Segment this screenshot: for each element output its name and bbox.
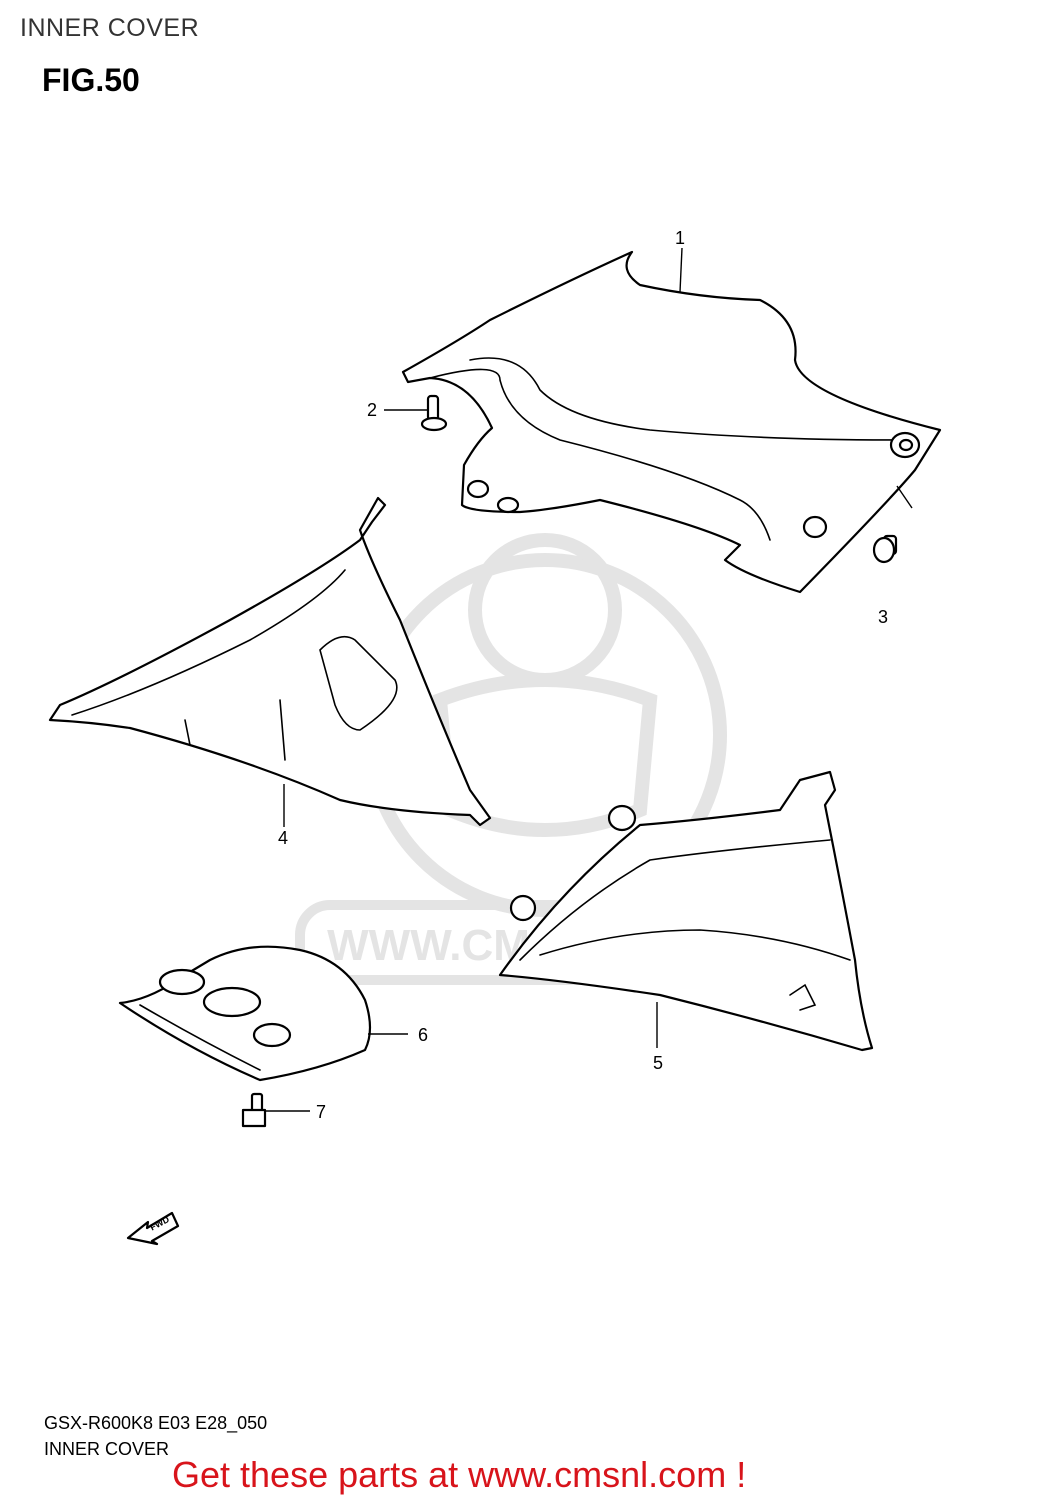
part-3-rivet[interactable] [872, 534, 898, 564]
forward-arrow-icon: FWD [126, 1211, 180, 1246]
callout-1: 1 [675, 228, 685, 248]
part-7-bolt[interactable] [241, 1092, 267, 1128]
figure-label: FIG.50 [42, 62, 140, 98]
callout-7: 7 [316, 1102, 326, 1122]
part-1-inner-cover-upper[interactable] [401, 250, 942, 594]
promo-link[interactable]: Get these parts at www.cmsnl.com ! [172, 1454, 747, 1495]
diagram-name: INNER COVER [44, 1439, 170, 1459]
page-title: INNER COVER [20, 14, 200, 42]
callout-4: 4 [278, 828, 288, 848]
part-2-clip[interactable] [420, 394, 448, 432]
diagram-code: GSX-R600K8 E03 E28_050 [44, 1413, 268, 1433]
leader-lines [265, 247, 913, 1112]
part-6-bracket-cover[interactable] [118, 945, 372, 1082]
callout-2: 2 [367, 400, 377, 420]
part-5-inner-cover-right[interactable] [498, 770, 874, 1052]
part-4-inner-cover-left[interactable] [48, 496, 492, 827]
callout-5: 5 [653, 1053, 663, 1073]
callout-6: 6 [418, 1025, 428, 1045]
callout-3: 3 [878, 607, 888, 627]
